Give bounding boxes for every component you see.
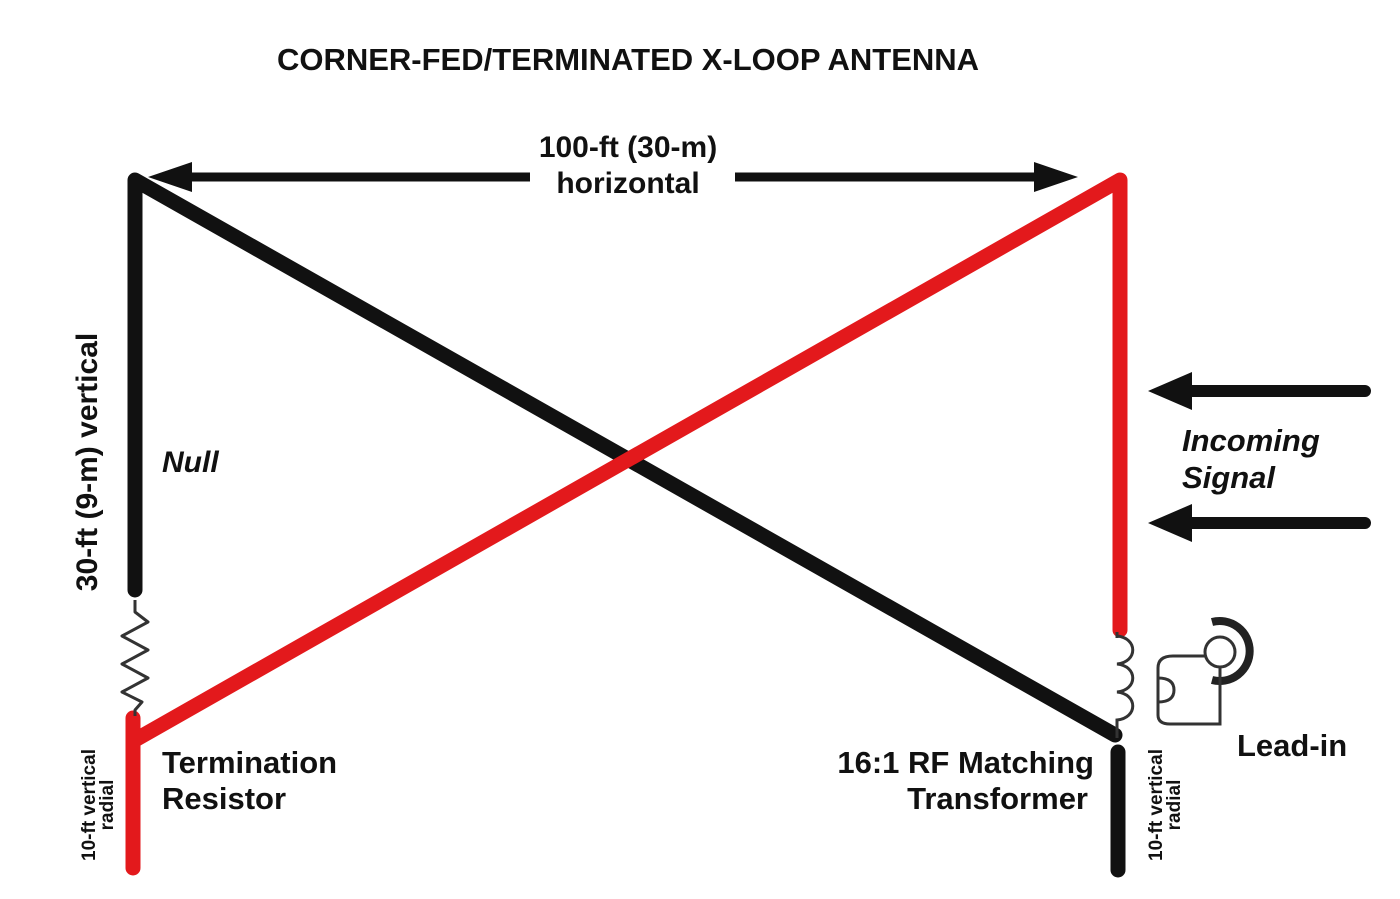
incoming-signal-label-line1: Incoming <box>1182 423 1320 458</box>
null-label: Null <box>162 446 219 479</box>
transformer-label-line1: 16:1 RF Matching <box>837 745 1094 780</box>
transformer-label-line2: Transformer <box>907 781 1088 816</box>
termination-resistor-symbol <box>120 600 150 716</box>
right-radial-label-line2: radial <box>1164 780 1185 831</box>
incoming-signal-arrows <box>1148 372 1371 542</box>
transformer-coil-symbol <box>1115 632 1135 738</box>
vertical-dimension-label: 30-ft (9-m) vertical <box>71 333 104 591</box>
termination-resistor-label-line2: Resistor <box>162 781 286 816</box>
horizontal-dimension-arrow <box>148 162 1078 192</box>
leadin-label: Lead-in <box>1237 728 1347 763</box>
horizontal-dimension-label-line2: horizontal <box>556 167 699 200</box>
red-wire <box>125 172 1128 876</box>
leadin-connector-symbol <box>1156 617 1254 726</box>
termination-resistor-label-line1: Termination <box>162 745 337 780</box>
diagram-title: CORNER-FED/TERMINATED X-LOOP ANTENNA <box>277 42 979 77</box>
incoming-signal-label-line2: Signal <box>1182 460 1276 495</box>
right-radial-label-line1: 10-ft vertical <box>1146 749 1167 861</box>
left-radial-label-line2: radial <box>97 780 118 831</box>
horizontal-dimension-label-line1: 100-ft (30-m) <box>539 131 717 164</box>
black-wire <box>127 172 1126 878</box>
left-radial-label-line1: 10-ft vertical <box>79 749 100 861</box>
